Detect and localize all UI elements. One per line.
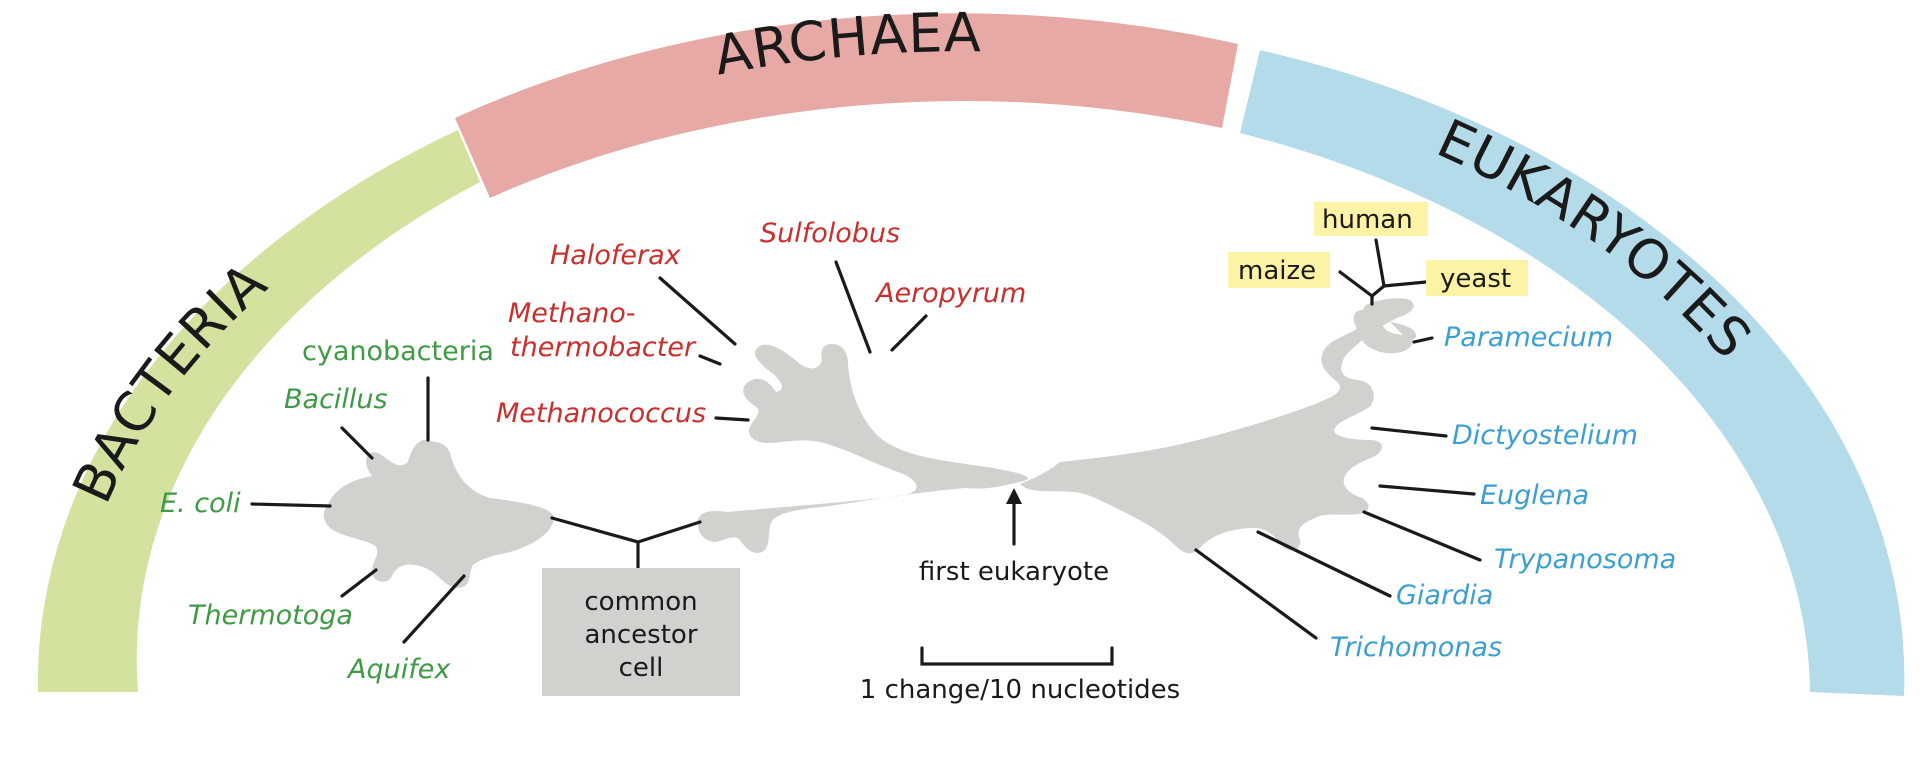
human-label-box bbox=[1314, 202, 1428, 236]
species-trypanosoma: Trypanosoma bbox=[1494, 544, 1676, 575]
species-giardia: Giardia bbox=[1396, 580, 1493, 611]
species-human: human bbox=[1322, 205, 1413, 235]
common-ancestor-line3: cell bbox=[619, 653, 664, 683]
species-maize: maize bbox=[1238, 256, 1316, 286]
species-dictyostelium: Dictyostelium bbox=[1452, 420, 1638, 451]
eukaryotes-band bbox=[1240, 50, 1905, 696]
species-aeropyrum: Aeropyrum bbox=[874, 278, 1026, 309]
yeast-label-box bbox=[1426, 260, 1528, 296]
species-methanothermobacter-line1: Methano- bbox=[508, 298, 636, 329]
species-ecoli: E. coli bbox=[160, 488, 241, 519]
scale-bar-label: 1 change/10 nucleotides bbox=[860, 675, 1180, 705]
species-cyanobacteria: cyanobacteria bbox=[302, 336, 494, 367]
branch-lines bbox=[250, 238, 1482, 666]
species-thermotoga: Thermotoga bbox=[188, 600, 353, 631]
maize-label-box bbox=[1228, 252, 1330, 288]
common-ancestor-line1: common bbox=[584, 587, 697, 617]
species-bacillus: Bacillus bbox=[284, 384, 388, 415]
species-yeast: yeast bbox=[1440, 264, 1511, 294]
bacteria-band bbox=[37, 130, 480, 692]
species-haloferax: Haloferax bbox=[550, 240, 682, 271]
first-eukaryote-label: first eukaryote bbox=[919, 557, 1109, 587]
common-ancestor-box bbox=[542, 568, 740, 696]
bacteria-blob bbox=[323, 439, 554, 588]
species-euglena: Euglena bbox=[1480, 480, 1589, 511]
species-methanococcus: Methanococcus bbox=[496, 398, 706, 429]
species-methanothermobacter-line2: thermobacter bbox=[510, 332, 697, 363]
species-trichomonas: Trichomonas bbox=[1330, 632, 1502, 663]
archaea-blob bbox=[697, 344, 1028, 553]
species-sulfolobus: Sulfolobus bbox=[760, 218, 900, 249]
eukaryote-crown-blob bbox=[1353, 309, 1413, 354]
species-paramecium: Paramecium bbox=[1444, 322, 1613, 353]
eukaryote-blob bbox=[1020, 298, 1416, 554]
archaea-band bbox=[455, 13, 1238, 198]
species-aquifex: Aquifex bbox=[346, 654, 451, 685]
common-ancestor-line2: ancestor bbox=[584, 620, 697, 650]
